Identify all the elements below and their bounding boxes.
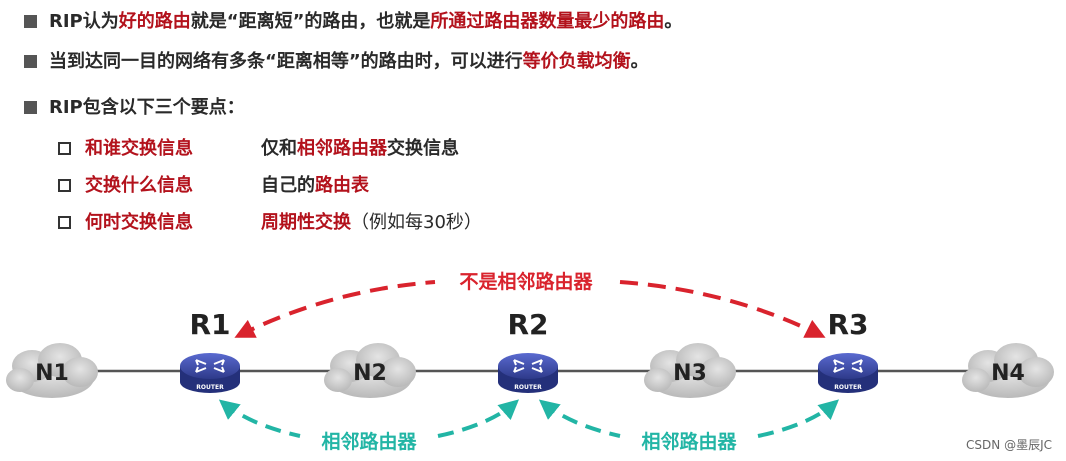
router-r2: R2 ROUTER (498, 308, 558, 393)
non-adjacent-label: 不是相邻路由器 (459, 270, 593, 293)
network-cloud-n4: N4 (962, 343, 1054, 398)
router-label: R3 (827, 308, 868, 341)
text-segment: RIP认为 (49, 11, 119, 32)
text-segment: RIP包含以下三个要点： (49, 97, 245, 118)
router-r3: R3 ROUTER (818, 308, 878, 393)
bullet-three-points: RIP包含以下三个要点： (24, 93, 245, 119)
bullet-equal-cost: 当到达同一目的网络有多条“距离相等”的路由时，可以进行等价负载均衡。 (24, 47, 649, 73)
network-label: N4 (991, 361, 1025, 386)
network-cloud-n1: N1 (6, 343, 98, 398)
point-key: 交换什么信息 (85, 175, 193, 196)
highlight-text: 等价负载均衡 (522, 51, 631, 72)
highlight-text: 好的路由 (118, 11, 191, 32)
text-segment: 仅和 (261, 138, 297, 159)
network-label: N2 (353, 361, 387, 386)
router-badge: ROUTER (834, 384, 862, 391)
checkbox-square-icon (58, 216, 71, 229)
text-segment: 。 (664, 11, 683, 32)
adjacent-arrow-r2-left (437, 399, 519, 438)
router-r1: R1 ROUTER (180, 308, 240, 393)
network-cloud-n2: N2 (324, 343, 416, 398)
text-segment: 。 (630, 51, 649, 72)
router-badge: ROUTER (196, 384, 224, 391)
text-segment: 就是“距离短”的路由，也就是 (190, 11, 431, 32)
bullet-shortest-route: RIP认为好的路由就是“距离短”的路由，也就是所通过路由器数量最少的路由。 (24, 7, 682, 33)
adjacent-arrow-r3 (757, 399, 839, 438)
highlight-text: 相邻路由器 (297, 138, 387, 159)
non-adjacent-arrow-left (234, 280, 436, 338)
router-icon: ROUTER (180, 353, 240, 393)
point-key: 何时交换信息 (85, 212, 193, 233)
adjacent-arrow-r2-right (538, 399, 621, 438)
network-label: N1 (35, 361, 69, 386)
bullet-square-icon (24, 55, 37, 68)
router-icon: ROUTER (498, 353, 558, 393)
network-cloud-n3: N3 (644, 343, 736, 398)
adjacent-label-right: 相邻路由器 (641, 430, 737, 453)
point-key: 和谁交换信息 (85, 138, 193, 159)
network-label: N3 (673, 361, 707, 386)
highlight-text: 周期性交换 (261, 212, 351, 233)
text-segment: （例如每30秒） (351, 212, 482, 233)
watermark-credit: CSDN @墨辰JC (966, 438, 1052, 452)
adjacent-label-left: 相邻路由器 (321, 430, 417, 453)
checkbox-square-icon (58, 142, 71, 155)
bullet-square-icon (24, 101, 37, 114)
router-badge: ROUTER (514, 384, 542, 391)
point-when: 何时交换信息 周期性交换（例如每30秒） (58, 208, 482, 234)
adjacent-arrow-r1 (218, 399, 301, 438)
text-segment: 当到达同一目的网络有多条“距离相等”的路由时，可以进行 (49, 51, 523, 72)
checkbox-square-icon (58, 179, 71, 192)
bullet-square-icon (24, 15, 37, 28)
text-segment: 自己的 (261, 175, 315, 196)
text-segment: 交换信息 (387, 138, 459, 159)
router-label: R2 (507, 308, 548, 341)
non-adjacent-arrow-right (619, 280, 826, 338)
highlight-text: 路由表 (315, 175, 369, 196)
point-with-whom: 和谁交换信息 仅和相邻路由器交换信息 (58, 134, 459, 160)
router-icon: ROUTER (818, 353, 878, 393)
highlight-text: 所通过路由器数量最少的路由 (430, 11, 665, 32)
point-what: 交换什么信息 自己的路由表 (58, 171, 369, 197)
router-label: R1 (189, 308, 230, 341)
